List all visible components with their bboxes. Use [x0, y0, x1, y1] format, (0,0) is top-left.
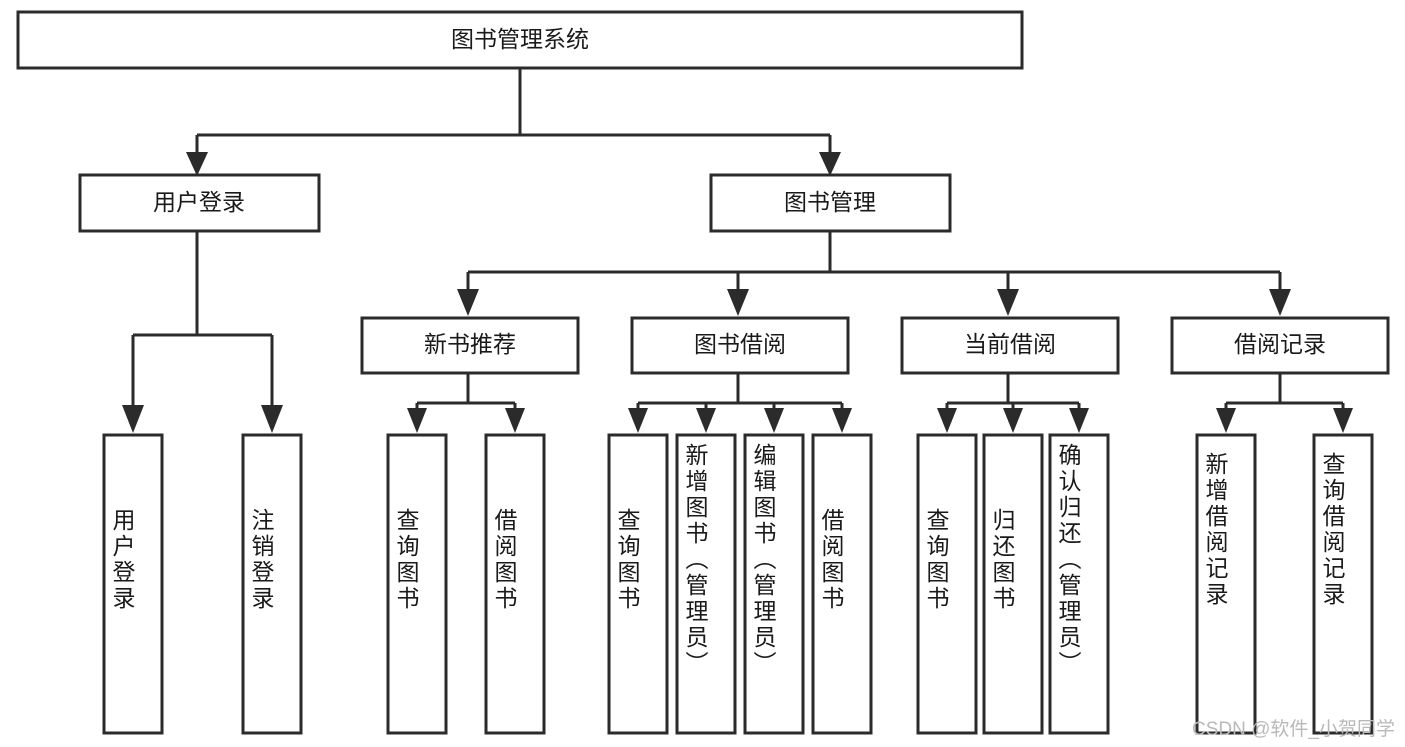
node-label-book-management: 图书管理 — [784, 189, 876, 215]
leaf-box-bookborrow-borrow[interactable] — [811, 433, 873, 735]
connector-group-currentborrow-to-leaves — [937, 373, 1089, 433]
arrow-head-leaf-logout — [261, 405, 283, 433]
arrow-head-bookborrow-leaf-1 — [628, 408, 648, 433]
leaf-box-newbook-borrow[interactable] — [484, 433, 546, 735]
arrow-head-currentborrow-leaf-2 — [1003, 408, 1023, 433]
arrow-head-borrow-record — [1269, 289, 1291, 316]
arrow-head-book-mgmt — [819, 152, 841, 176]
arrow-head-book-borrow — [727, 289, 749, 316]
node-box-root[interactable] — [16, 10, 1024, 70]
node-box-book-management[interactable] — [709, 173, 952, 233]
watermark-text: CSDN @软件_小贺同学 — [1192, 719, 1395, 740]
arrow-head-borrowrecord-leaf-2 — [1333, 408, 1353, 433]
arrow-head-borrowrecord-leaf-1 — [1216, 408, 1236, 433]
leaf-box-currentborrow-query[interactable] — [916, 433, 978, 735]
node-label-current-borrow: 当前借阅 — [964, 331, 1056, 357]
leaf-box-bookborrow-edit[interactable] — [743, 433, 805, 735]
connector-group-bookmgmt-to-level3 — [457, 231, 1291, 316]
connector-group-newbook-to-leaves — [407, 373, 525, 433]
node-label-borrow-record: 借阅记录 — [1234, 331, 1326, 357]
arrow-head-currentborrow-leaf-3 — [1069, 408, 1089, 433]
connector-group-userlogin-to-leaves — [122, 231, 283, 433]
node-box-book-borrow[interactable] — [630, 316, 850, 375]
node-box-user-login[interactable] — [78, 173, 321, 233]
arrow-head-newbook-leaf-2 — [505, 408, 525, 433]
arrow-head-bookborrow-leaf-2 — [696, 408, 716, 433]
arrow-head-current-borrow — [997, 289, 1019, 316]
connector-group-borrowrecord-to-leaves — [1216, 373, 1353, 433]
leaf-box-bookborrow-add[interactable] — [675, 433, 737, 735]
arrow-head-user-login — [186, 152, 208, 176]
leaf-box-user-login-login[interactable] — [102, 433, 164, 735]
node-label-root: 图书管理系统 — [451, 26, 589, 52]
arrow-head-newbook-leaf-1 — [407, 408, 427, 433]
connector-group-root-to-level2 — [186, 68, 841, 176]
leaf-box-bookborrow-query[interactable] — [607, 433, 669, 735]
leaf-box-currentborrow-return[interactable] — [982, 433, 1044, 735]
leaf-box-borrowrecord-add[interactable] — [1195, 433, 1257, 735]
arrow-head-new-book — [457, 289, 479, 316]
arrow-head-leaf-user-login — [122, 405, 144, 433]
node-box-new-book-recommend[interactable] — [360, 316, 580, 375]
node-box-borrow-record[interactable] — [1170, 316, 1390, 375]
arrow-head-bookborrow-leaf-3 — [764, 408, 784, 433]
connector-group-bookborrow-to-leaves — [628, 373, 852, 433]
leaf-box-user-login-logout[interactable] — [241, 433, 303, 735]
arrow-head-bookborrow-leaf-4 — [832, 408, 852, 433]
node-box-current-borrow[interactable] — [900, 316, 1120, 375]
leaf-box-currentborrow-confirm[interactable] — [1048, 433, 1110, 735]
node-label-book-borrow: 图书借阅 — [694, 331, 786, 357]
arrow-head-currentborrow-leaf-1 — [937, 408, 957, 433]
node-label-user-login: 用户登录 — [153, 189, 245, 215]
leaf-box-newbook-query[interactable] — [386, 433, 448, 735]
node-label-new-book-recommend: 新书推荐 — [424, 331, 516, 357]
leaf-box-borrowrecord-query[interactable] — [1312, 433, 1374, 735]
